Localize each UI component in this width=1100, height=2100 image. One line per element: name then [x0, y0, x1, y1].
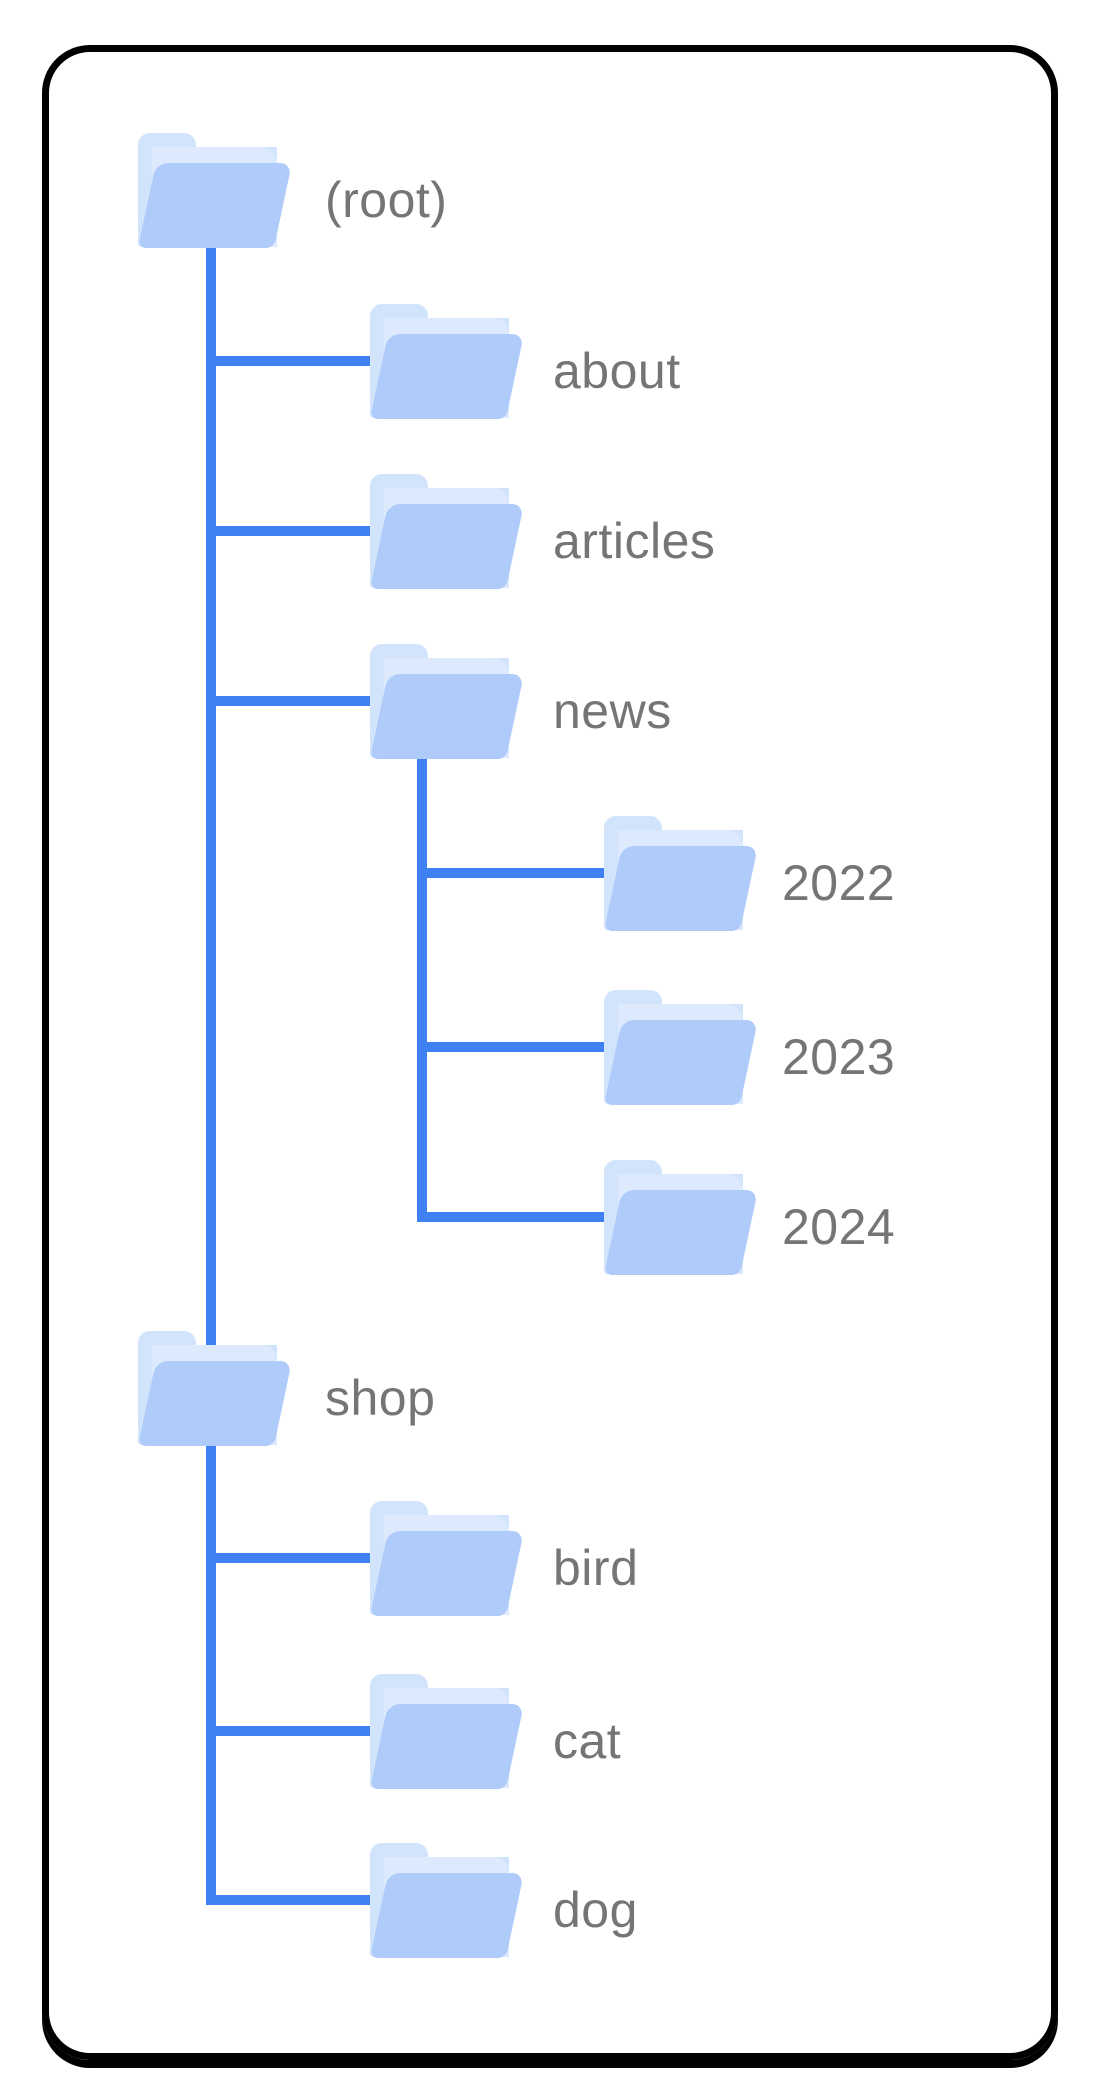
node-label-2023: 2023	[782, 1029, 896, 1085]
folder-icon-root	[137, 133, 293, 248]
connector-trunk-news	[417, 750, 427, 1222]
folder-icon-about	[369, 304, 525, 419]
folder-flap	[369, 504, 524, 589]
folder-flap	[369, 1531, 524, 1616]
folder-icon-dog	[369, 1843, 525, 1958]
folder-icon-2024	[603, 1160, 759, 1275]
connector-branch-news	[206, 696, 382, 706]
connector-branch-about	[206, 356, 382, 366]
connector-branch-dog	[206, 1895, 382, 1905]
node-label-news: news	[553, 683, 672, 739]
connector-branch-cat	[206, 1726, 382, 1736]
node-label-articles: articles	[553, 513, 716, 569]
connector-branch-articles	[206, 526, 382, 536]
node-label-2024: 2024	[782, 1199, 896, 1255]
node-label-2022: 2022	[782, 855, 896, 911]
node-label-root: (root)	[325, 172, 448, 228]
folder-icon-articles	[369, 474, 525, 589]
node-label-shop: shop	[325, 1370, 436, 1426]
folder-flap	[137, 1361, 292, 1446]
node-label-cat: cat	[553, 1713, 622, 1769]
folder-icon-news	[369, 644, 525, 759]
folder-flap	[369, 1704, 524, 1789]
folder-icon-shop	[137, 1331, 293, 1446]
connector-trunk-root	[206, 245, 216, 1905]
folder-icon-2022	[603, 816, 759, 931]
connector-branch-2023	[417, 1042, 616, 1052]
node-label-about: about	[553, 343, 681, 399]
rounded-frame	[42, 45, 1058, 2060]
node-label-bird: bird	[553, 1540, 639, 1596]
folder-flap	[369, 1873, 524, 1958]
folder-flap	[603, 846, 758, 931]
node-label-dog: dog	[553, 1882, 638, 1938]
connector-branch-2024	[417, 1212, 616, 1222]
folder-flap	[369, 674, 524, 759]
connector-branch-2022	[417, 868, 616, 878]
folder-flap	[603, 1020, 758, 1105]
connector-branch-bird	[206, 1553, 382, 1563]
folder-flap	[369, 334, 524, 419]
folder-flap	[603, 1190, 758, 1275]
folder-icon-bird	[369, 1501, 525, 1616]
folder-flap	[137, 163, 292, 248]
folder-icon-2023	[603, 990, 759, 1105]
folder-icon-cat	[369, 1674, 525, 1789]
